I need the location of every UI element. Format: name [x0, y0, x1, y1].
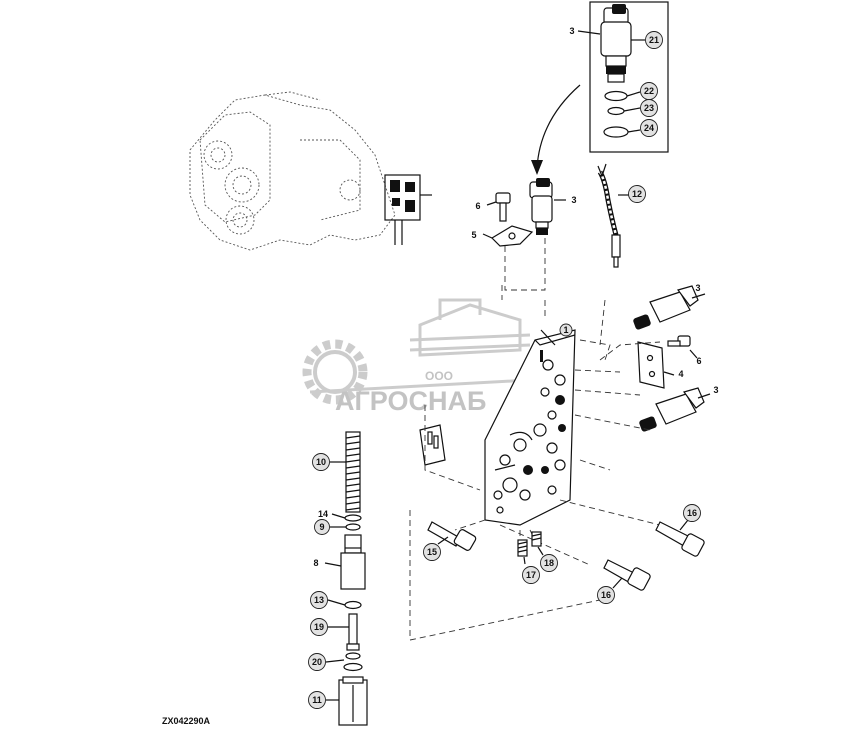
plug-8 [340, 534, 366, 590]
callout-8: 8 [313, 558, 318, 568]
callout-19: 19 [314, 622, 324, 632]
solenoid-right-2 [639, 387, 711, 432]
clamp-bracket-top [482, 225, 534, 247]
callout-10: 10 [316, 457, 326, 467]
bolt-16-right [655, 521, 705, 557]
callout-15: 15 [427, 547, 437, 557]
callout-17: 17 [526, 570, 536, 580]
callout-21: 21 [649, 35, 659, 45]
plug-17 [517, 539, 528, 557]
detail-arrow [536, 84, 581, 169]
bolt-right [667, 335, 698, 359]
washer-14 [344, 514, 362, 522]
watermark-name: АГРОСНАБ [335, 386, 486, 416]
spring-10 [345, 431, 361, 513]
callout-3-right1: 3 [695, 283, 700, 293]
callout-1: 1 [563, 325, 568, 335]
callout-6-right: 6 [696, 356, 701, 366]
callout-3-top: 3 [569, 26, 574, 36]
callout-9: 9 [319, 522, 324, 532]
watermark-tractor-icon [409, 298, 531, 357]
bolt-16-bottom [603, 559, 651, 591]
control-valve-plate [484, 329, 576, 526]
wiring-harness [597, 163, 630, 268]
callout-6-top: 6 [475, 201, 480, 211]
callout-16-right: 16 [687, 508, 697, 518]
watermark-prefix: ООО [425, 369, 453, 383]
callout-23: 23 [644, 103, 654, 113]
solenoid-detail-box [589, 1, 669, 153]
oring-9 [345, 523, 361, 531]
callout-12: 12 [632, 189, 642, 199]
callout-4: 4 [678, 369, 683, 379]
callouts: 3 21 22 23 24 6 3 5 12 3 1 6 4 3 10 14 9… [308, 26, 719, 709]
bolt-15 [427, 521, 477, 551]
callout-5: 5 [471, 230, 476, 240]
callout-22: 22 [644, 86, 654, 96]
callout-3-mid: 3 [571, 195, 576, 205]
bolt-top [486, 192, 511, 222]
watermark: ООО АГРОСНАБ [302, 298, 531, 416]
oring-20 [345, 652, 361, 660]
clamp-bracket-right [637, 341, 675, 389]
callout-3-right2: 3 [713, 385, 718, 395]
callout-20: 20 [312, 657, 322, 667]
plug-11 [338, 676, 368, 726]
plug-18 [531, 531, 542, 547]
callout-24: 24 [644, 123, 654, 133]
solenoid-top [529, 178, 566, 235]
oring-13 [344, 600, 362, 610]
callout-18: 18 [544, 558, 554, 568]
callout-16-bottom: 16 [601, 590, 611, 600]
solenoid-right-1 [633, 285, 706, 330]
washer-20b [343, 662, 363, 672]
callout-11: 11 [312, 695, 322, 705]
callout-14: 14 [318, 509, 328, 519]
transmission-housing [189, 91, 432, 251]
valve-pin-19 [346, 613, 360, 651]
gasket-plate [419, 424, 446, 466]
drawing-code: ZX042290A [162, 716, 211, 726]
detail-arrow-head-icon [531, 160, 543, 175]
callout-13: 13 [314, 595, 324, 605]
